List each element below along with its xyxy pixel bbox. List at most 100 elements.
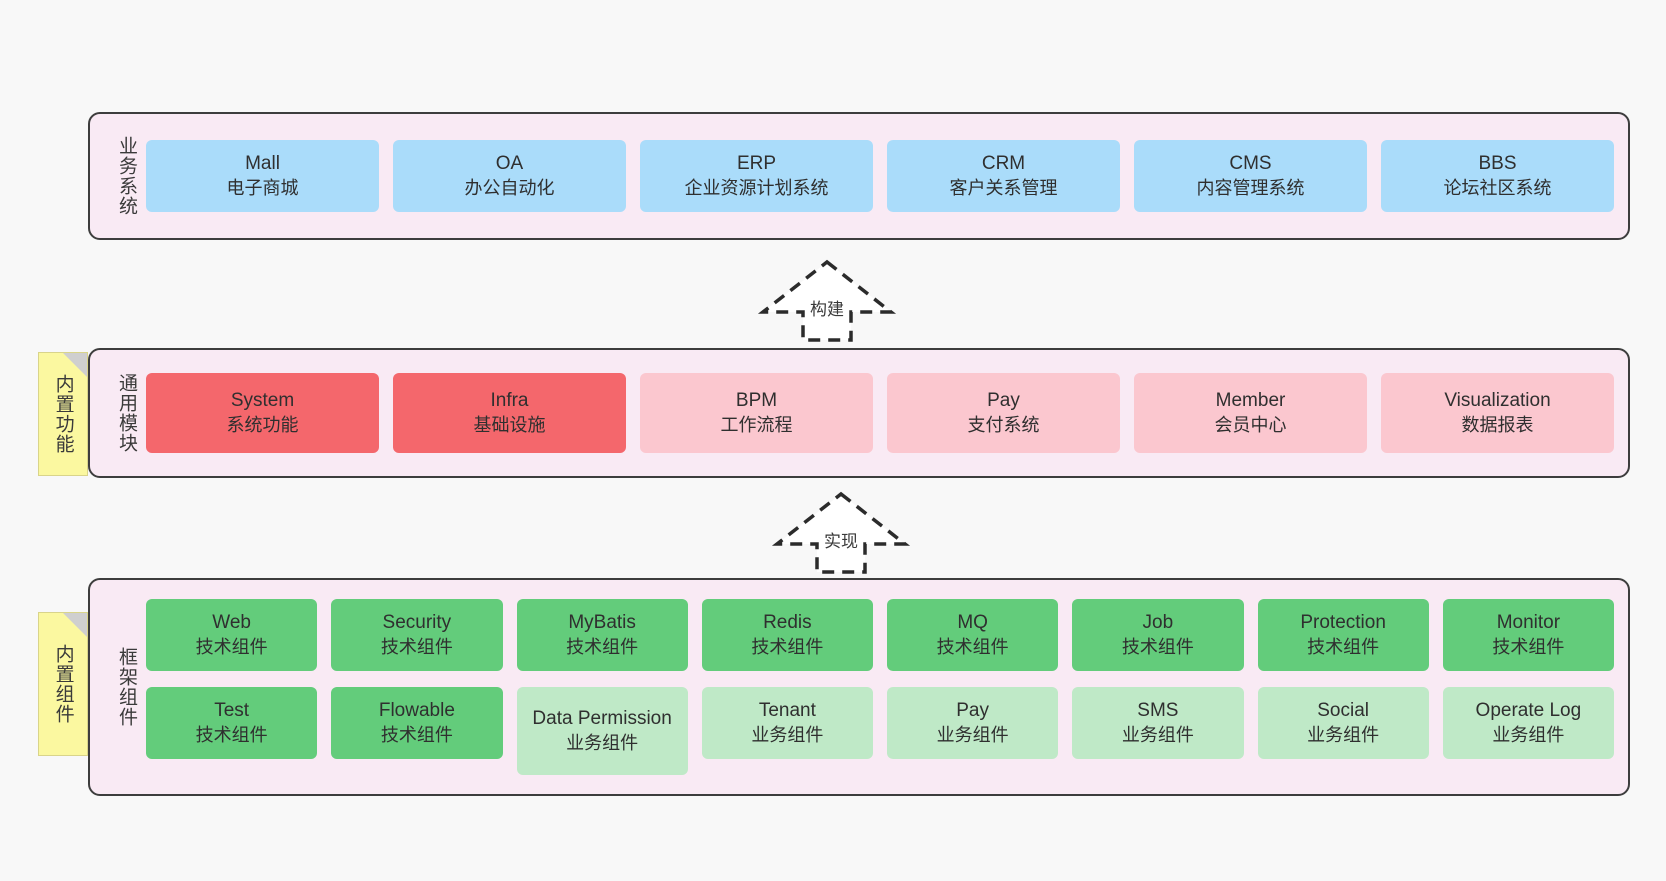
- card-subtitle: 论坛社区系统: [1443, 177, 1552, 198]
- card-system[interactable]: System 系统功能: [146, 373, 379, 453]
- card-title: Security: [382, 612, 452, 634]
- card-subtitle: 电子商城: [226, 177, 299, 198]
- card-title: Mall: [245, 153, 280, 175]
- card-subtitle: 客户关系管理: [949, 177, 1058, 198]
- card-subtitle: 工作流程: [720, 414, 793, 435]
- card-title: Test: [214, 700, 250, 722]
- card-title: SMS: [1137, 700, 1179, 722]
- card-bpm[interactable]: BPM 工作流程: [640, 373, 873, 453]
- card-monitor[interactable]: Monitor 技术组件: [1442, 599, 1614, 671]
- card-title: MyBatis: [568, 612, 636, 634]
- card-subtitle: 基础设施: [473, 414, 546, 435]
- card-subtitle: 技术组件: [751, 636, 824, 657]
- card-title: Operate Log: [1475, 700, 1582, 722]
- card-title: Social: [1317, 700, 1369, 722]
- card-subtitle: 技术组件: [1121, 636, 1194, 657]
- common-modules-card-row: System 系统功能 Infra 基础设施 BPM 工作流程 Pay 支付系统…: [142, 350, 1628, 476]
- card-bbs[interactable]: BBS 论坛社区系统: [1381, 140, 1614, 212]
- card-title: Infra: [490, 390, 529, 412]
- card-title: Job: [1142, 612, 1174, 634]
- layer-framework-components: 框架组件 Web 技术组件 Security 技术组件 MyBatis 技术组件…: [88, 578, 1630, 796]
- card-infra[interactable]: Infra 基础设施: [393, 373, 626, 453]
- card-title: Data Permission: [532, 708, 672, 730]
- card-title: BBS: [1478, 153, 1517, 175]
- card-erp[interactable]: ERP 企业资源计划系统: [640, 140, 873, 212]
- card-test[interactable]: Test 技术组件: [146, 687, 318, 759]
- card-title: ERP: [736, 153, 777, 175]
- card-mybatis[interactable]: MyBatis 技术组件: [516, 599, 688, 671]
- card-title: CRM: [981, 153, 1026, 175]
- card-subtitle: 企业资源计划系统: [684, 177, 829, 198]
- framework-row-business: Test 技术组件 Flowable 技术组件 Data Permission …: [146, 687, 1614, 775]
- card-title: CMS: [1229, 153, 1272, 175]
- card-protection[interactable]: Protection 技术组件: [1257, 599, 1429, 671]
- card-social[interactable]: Social 业务组件: [1257, 687, 1429, 759]
- card-cms[interactable]: CMS 内容管理系统: [1134, 140, 1367, 212]
- layer-common-modules: 通用模块 System 系统功能 Infra 基础设施 BPM 工作流程 Pay…: [88, 348, 1630, 478]
- card-title: OA: [495, 153, 524, 175]
- card-title: Monitor: [1496, 612, 1561, 634]
- card-sms[interactable]: SMS 业务组件: [1072, 687, 1244, 759]
- card-subtitle: 数据报表: [1461, 414, 1534, 435]
- card-subtitle: 技术组件: [1307, 636, 1380, 657]
- connector-build: 构建: [757, 258, 897, 342]
- card-title: Protection: [1300, 612, 1386, 634]
- card-title: Visualization: [1444, 390, 1551, 412]
- card-title: Flowable: [378, 700, 455, 722]
- card-title: Redis: [763, 612, 812, 634]
- connector-implement: 实现: [771, 490, 911, 574]
- card-crm[interactable]: CRM 客户关系管理: [887, 140, 1120, 212]
- layer-label-framework-components: 框架组件: [116, 647, 137, 727]
- card-subtitle: 技术组件: [380, 724, 453, 745]
- note-builtin-function-label: 内置功能: [52, 374, 74, 454]
- card-tenant[interactable]: Tenant 业务组件: [701, 687, 873, 759]
- note-builtin-component: 内置组件: [38, 612, 88, 756]
- card-title: Tenant: [758, 700, 816, 722]
- business-systems-card-row: Mall 电子商城 OA 办公自动化 ERP 企业资源计划系统 CRM 客户关系…: [142, 114, 1628, 238]
- card-oa[interactable]: OA 办公自动化: [393, 140, 626, 212]
- framework-row-technical: Web 技术组件 Security 技术组件 MyBatis 技术组件 Redi…: [146, 599, 1614, 671]
- card-data-permission[interactable]: Data Permission 业务组件: [516, 687, 688, 775]
- card-subtitle: 业务组件: [566, 732, 639, 753]
- card-subtitle: 技术组件: [1492, 636, 1565, 657]
- card-title: Pay: [987, 390, 1020, 412]
- card-subtitle: 办公自动化: [464, 177, 555, 198]
- card-subtitle: 业务组件: [1492, 724, 1565, 745]
- build-arrow-icon: [757, 259, 897, 342]
- card-mall[interactable]: Mall 电子商城: [146, 140, 379, 212]
- framework-components-grid: Web 技术组件 Security 技术组件 MyBatis 技术组件 Redi…: [142, 580, 1628, 794]
- card-subtitle: 技术组件: [195, 636, 268, 657]
- card-web[interactable]: Web 技术组件: [146, 599, 318, 671]
- card-member[interactable]: Member 会员中心: [1134, 373, 1367, 453]
- connector-build-label: 构建: [810, 300, 844, 319]
- card-job[interactable]: Job 技术组件: [1072, 599, 1244, 671]
- note-fold-corner-icon: [63, 613, 87, 637]
- card-operate-log[interactable]: Operate Log 业务组件: [1442, 687, 1614, 759]
- card-title: Pay: [956, 700, 989, 722]
- card-subtitle: 系统功能: [226, 414, 299, 435]
- card-subtitle: 业务组件: [1307, 724, 1380, 745]
- layer-business-systems: 业务系统 Mall 电子商城 OA 办公自动化 ERP 企业资源计划系统 CRM…: [88, 112, 1630, 240]
- card-subtitle: 技术组件: [380, 636, 453, 657]
- card-mq[interactable]: MQ 技术组件: [887, 599, 1059, 671]
- card-title: System: [230, 390, 295, 412]
- card-flowable[interactable]: Flowable 技术组件: [331, 687, 503, 759]
- note-builtin-component-label: 内置组件: [52, 644, 74, 724]
- card-title: Web: [212, 612, 251, 634]
- layer-label-business-systems: 业务系统: [116, 136, 137, 216]
- card-subtitle: 内容管理系统: [1196, 177, 1305, 198]
- card-security[interactable]: Security 技术组件: [331, 599, 503, 671]
- card-redis[interactable]: Redis 技术组件: [701, 599, 873, 671]
- card-subtitle: 会员中心: [1214, 414, 1287, 435]
- card-subtitle: 技术组件: [566, 636, 639, 657]
- card-visualization[interactable]: Visualization 数据报表: [1381, 373, 1614, 453]
- card-pay-component[interactable]: Pay 业务组件: [887, 687, 1059, 759]
- card-subtitle: 技术组件: [195, 724, 268, 745]
- card-subtitle: 业务组件: [1121, 724, 1194, 745]
- connector-implement-label: 实现: [824, 532, 858, 551]
- card-pay-module[interactable]: Pay 支付系统: [887, 373, 1120, 453]
- card-subtitle: 支付系统: [967, 414, 1040, 435]
- card-subtitle: 业务组件: [751, 724, 824, 745]
- note-builtin-function: 内置功能: [38, 352, 88, 476]
